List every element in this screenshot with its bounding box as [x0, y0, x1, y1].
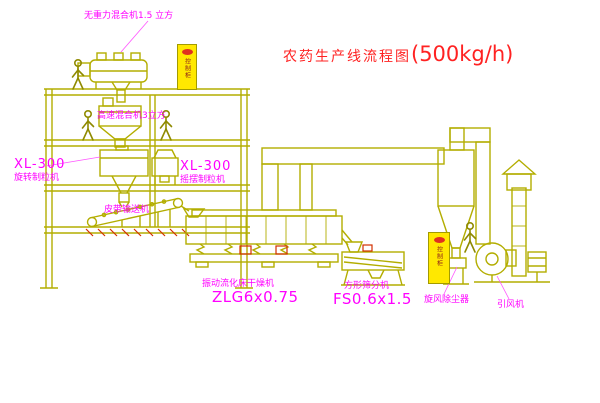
cabinet-indicator-light	[181, 49, 193, 55]
control-cabinet-lower: 控制柜	[428, 232, 450, 284]
induced-draft-fan	[474, 242, 550, 283]
cabinet-indicator-light	[433, 237, 445, 243]
control-cabinet-upper: 控制柜	[177, 44, 197, 90]
label-belt-conveyor: 皮带输送机	[104, 205, 150, 215]
dryer-model: ZLG6x0.75	[212, 288, 299, 307]
exhaust-stack	[501, 159, 537, 277]
exhaust-duct	[261, 147, 445, 211]
label-granulator-right: XL-300 摇摆制粒机	[180, 159, 232, 185]
cabinet-upper-label: 控制柜	[183, 58, 191, 79]
granulator-right-model: XL-300	[180, 159, 232, 174]
granulator-right-name: 摇摆制粒机	[180, 174, 226, 185]
title-text: 农药生产线流程图	[283, 49, 411, 65]
label-high-speed-mixer: 高速混合机3立方	[97, 111, 166, 121]
label-cyclone: 旋风除尘器	[424, 295, 470, 305]
worker-figure	[81, 110, 95, 141]
cabinet-lower-label: 控制柜	[435, 246, 443, 267]
worker-figure	[463, 222, 477, 253]
sieve-name: 方形筛分机	[344, 281, 390, 291]
sieve-machine	[341, 241, 405, 286]
label-top-mixer: 无重力混合机1.5 立方	[84, 11, 174, 21]
fluid-bed-dryer-machine	[185, 209, 353, 268]
sieve-model: FS0.6x1.5	[333, 290, 412, 309]
label-granulator-left: XL-300 旋转制粒机	[14, 157, 66, 183]
platform-hatch	[85, 228, 190, 237]
high-speed-mixer-machine	[98, 97, 142, 148]
label-fan: 引风机	[497, 300, 525, 310]
granulator-left-name: 旋转制粒机	[14, 172, 60, 183]
granulator-right-machine	[151, 149, 179, 185]
label-dryer: 振动流化床干燥机 ZLG6x0.75	[202, 279, 299, 307]
top-mixer-machine	[77, 52, 148, 103]
title-capacity: (500kg/h)	[411, 42, 514, 66]
page-title: 农药生产线流程图(500kg/h)	[283, 42, 513, 66]
granulator-left-model: XL-300	[14, 157, 66, 172]
granulator-left-machine	[99, 145, 149, 208]
belt-conveyor-machine	[86, 197, 206, 228]
label-leader-lines	[45, 20, 510, 300]
dryer-name: 振动流化床干燥机	[202, 279, 275, 289]
label-sieve: 方形筛分机 FS0.6x1.5	[333, 281, 412, 309]
